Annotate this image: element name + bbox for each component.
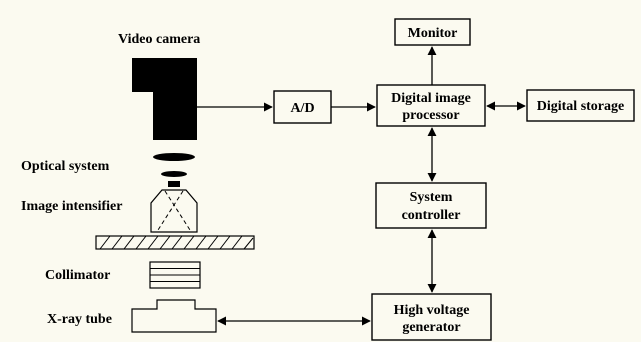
controller-label-line1: System [410, 190, 453, 205]
image-intensifier-label: Image intensifier [21, 199, 122, 214]
optical-system-label: Optical system [21, 159, 110, 174]
processor-label-line2: processor [402, 108, 459, 123]
image-intensifier-icon [150, 181, 198, 233]
storage-label: Digital storage [537, 99, 624, 114]
video-camera-icon [132, 58, 197, 140]
processor-label-line1: Digital image [391, 91, 471, 106]
digital-storage-block: Digital storage [526, 89, 635, 122]
xray-tube-icon [131, 299, 217, 333]
collimator-icon [149, 261, 201, 289]
high-voltage-generator-block: High voltage generator [371, 293, 492, 341]
digital-image-processor-block: Digital image processor [376, 84, 486, 127]
controller-label-line2: controller [402, 208, 461, 223]
lens-icon [161, 171, 187, 177]
ad-converter-block: A/D [273, 90, 332, 124]
monitor-label: Monitor [408, 26, 458, 41]
generator-label-line2: generator [402, 320, 460, 335]
collimator-label: Collimator [45, 268, 110, 283]
lens-icon [153, 153, 195, 161]
monitor-block: Monitor [394, 18, 471, 46]
ad-label: A/D [290, 101, 314, 116]
patient-table-icon [95, 235, 255, 250]
video-camera-label: Video camera [118, 32, 200, 47]
xray-tube-label: X-ray tube [47, 312, 112, 327]
generator-label-line1: High voltage [394, 303, 470, 318]
system-controller-block: System controller [375, 182, 487, 229]
